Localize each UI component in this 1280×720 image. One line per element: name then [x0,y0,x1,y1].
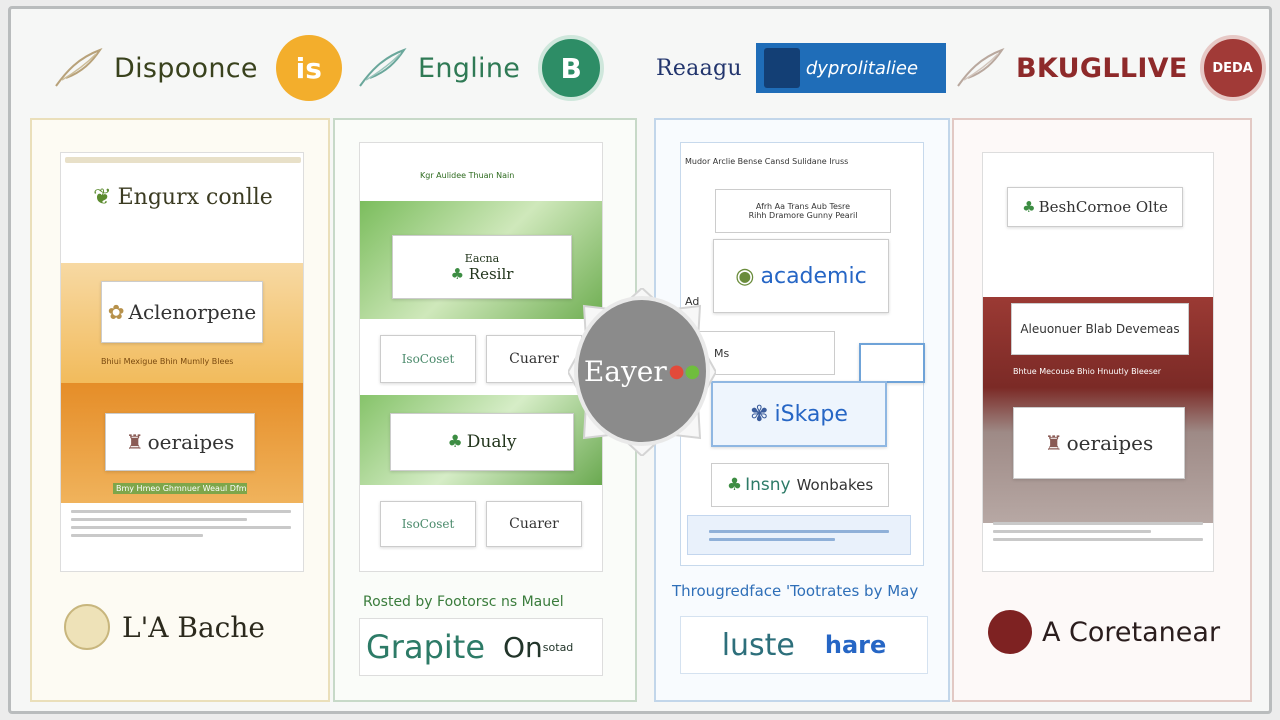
footer-brand[interactable]: luste hare [680,616,928,674]
footer-brand[interactable]: A Coretanear [988,610,1220,654]
hero-card[interactable]: Aleuonuer Blab Devemeas [1011,303,1189,355]
feather-icon [55,48,103,87]
page-mockup: Kgr Aulidee Thuan Nain Eacna ♣ Resilr Is… [359,142,603,572]
top-strip: Kgr Aulidee Thuan Nain [420,171,515,180]
page-mockup: ❦Engurx conlle ✿Aclenorpene Bhiui Mexigu… [60,152,304,572]
site-title: ❦Engurx conlle [65,171,301,223]
thumbnail[interactable] [859,343,925,383]
center-seal[interactable]: Eayer ●● [574,296,710,446]
top-strip: Mudor Arclie Bense Cansd Sulidane Iruss [685,157,849,166]
feature-card[interactable]: ♣Dualy [390,413,574,471]
header-item-reaagu[interactable]: Reaagu dyprolitaliee [656,26,946,110]
page-mockup: Mudor Arclie Bense Cansd Sulidane Iruss … [680,142,925,566]
page-mockup: ♣BeshCornoe Olte Aleuonuer Blab Devemeas… [982,152,1214,572]
panel-bkugllive: ♣BeshCornoe Olte Aleuonuer Blab Devemeas… [952,118,1252,702]
is-badge-icon: is [275,35,342,101]
tile[interactable]: Cuarer [486,501,582,547]
site-title: ♣BeshCornoe Olte [1007,187,1183,227]
green-strip: Bmy Hmeo Ghmnuer Weaul Dfmer [113,483,247,494]
header-label: Dispoonce [114,52,258,84]
leaf-icon: ❦ [93,184,112,210]
tile[interactable]: IsoCoset [380,335,476,383]
header-item-engline[interactable]: Engline B [356,26,605,110]
hero-card[interactable]: Eacna ♣ Resilr [392,235,572,299]
header-label: Reaagu [656,55,742,81]
emblem-icon [988,610,1032,654]
header-label: BKUGLLIVE [1016,52,1188,84]
seal-badge-icon: DEDA [1199,35,1266,101]
hero-banner: Bhtue Mecouse Bhio Hnuutly Bleeser [1013,367,1162,376]
caption: Rosted by Footorsc ns Mauel [363,594,564,610]
header-banner: dyprolitaliee [755,43,946,93]
feature-card[interactable]: ♜oeraipes [1013,407,1185,479]
feather-icon [359,48,407,87]
iskape-card[interactable]: ✾iSkape [711,381,887,447]
side-label: Ad [685,295,700,308]
feather-icon [957,48,1005,87]
feature-card[interactable]: ♜oeraipes [105,413,255,471]
panel-dispoonce: ❦Engurx conlle ✿Aclenorpene Bhiui Mexigu… [30,118,330,702]
header-label: Engline [418,52,521,84]
side-label[interactable]: Ms [685,331,835,375]
caption: Througredface 'Tootrates by May [672,582,919,600]
text-lines [71,505,291,542]
b-badge-icon: B [538,35,605,101]
info-strip [687,515,911,555]
footer-brand[interactable]: Grapite On sotad [359,618,603,676]
tile[interactable]: Cuarer [486,335,582,383]
academic-card[interactable]: ◉academic [713,239,889,313]
header-item-bkugllive[interactable]: BKUGLLIVE DEDA [954,26,1266,110]
lamp-icon [763,48,800,88]
hero-card[interactable]: ✿Aclenorpene [101,281,263,343]
color-dots-icon: ●● [668,360,701,382]
tile[interactable]: IsoCoset [380,501,476,547]
header-item-dispoonce[interactable]: Dispoonce is [52,26,342,110]
panel-reaagu: Mudor Arclie Bense Cansd Sulidane Iruss … [654,118,950,702]
emblem-icon [64,604,110,650]
text-lines [993,517,1203,546]
hero-banner: Bhiui Mexigue Bhin Mumlly Blees [101,357,234,366]
footer-brand[interactable]: L'A Bache [64,604,265,650]
